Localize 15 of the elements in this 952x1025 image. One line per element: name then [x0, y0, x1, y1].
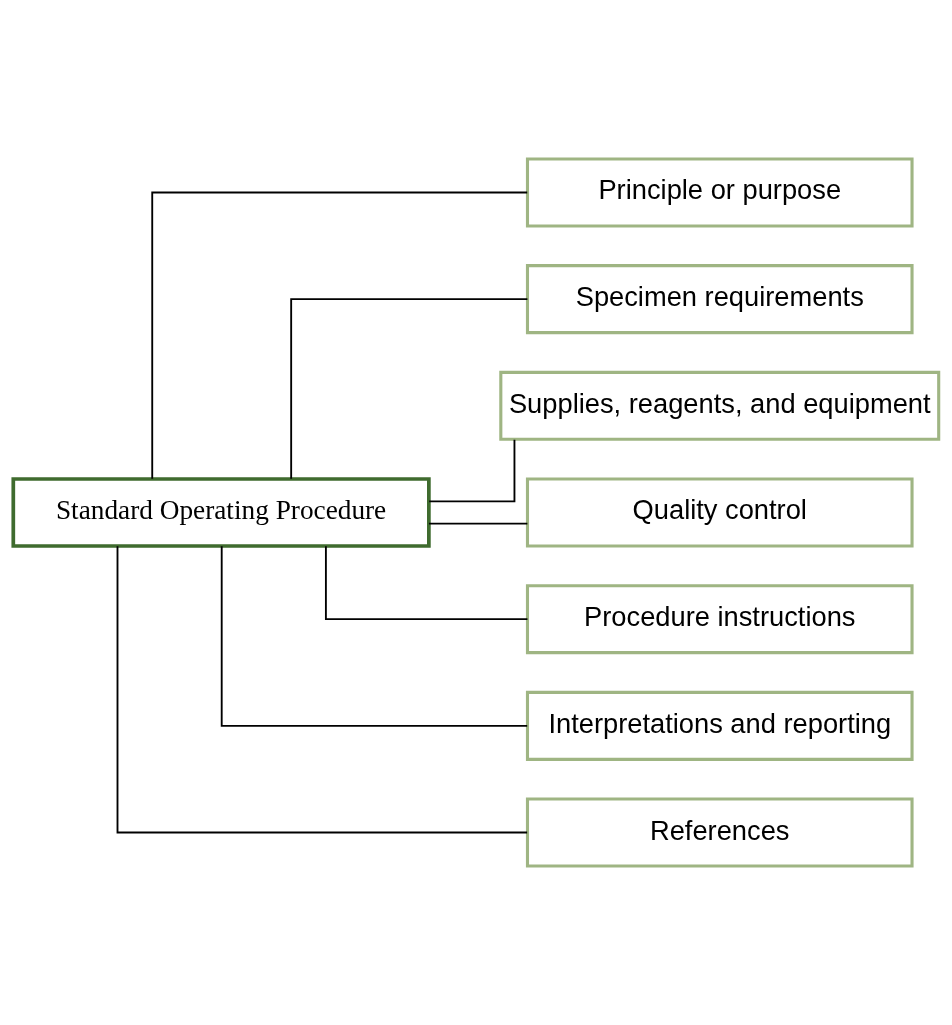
node-box: Procedure instructions	[525, 584, 914, 655]
connector	[220, 545, 529, 727]
connector	[428, 438, 516, 503]
connector	[428, 522, 529, 525]
node-box: Specimen requirements	[525, 264, 914, 335]
node-box: Standard Operating Procedure	[11, 477, 431, 548]
connector	[324, 545, 529, 621]
node-box: Principle or purpose	[525, 157, 914, 228]
node-box: References	[525, 797, 914, 868]
node-box: Interpretations and reporting	[525, 690, 914, 761]
node-box: Quality control	[525, 477, 914, 548]
connector	[116, 545, 529, 834]
connector	[151, 191, 529, 480]
node-box: Supplies, reagents, and equipment	[499, 370, 941, 441]
connector	[290, 298, 529, 480]
